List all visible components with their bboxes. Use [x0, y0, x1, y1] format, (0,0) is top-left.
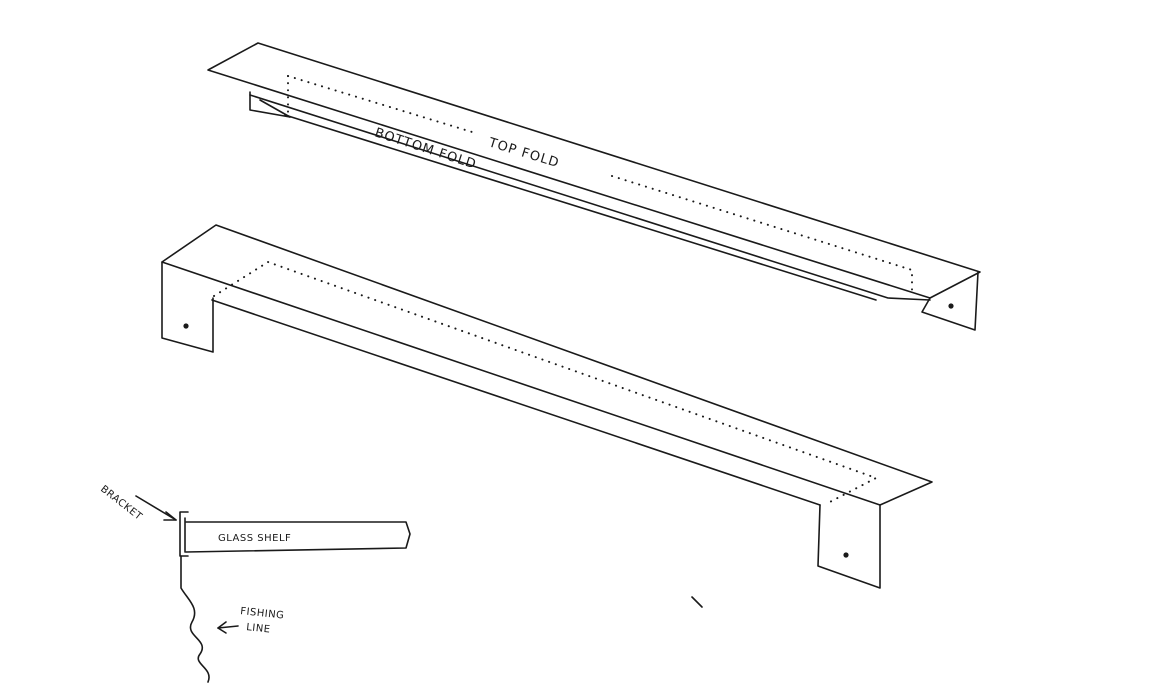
glass-shelf-label: GLASS SHELF: [218, 533, 291, 544]
bracket-label: BRACKET: [98, 484, 144, 523]
shelf-detail: [135, 495, 703, 683]
bottom-fold-label: BOTTOM FOLD: [373, 126, 479, 173]
fishing-label: FISHING: [240, 606, 285, 622]
lower-bracket: [161, 224, 933, 589]
top-fold-label: TOP FOLD: [486, 135, 561, 171]
upper-bracket: [207, 42, 981, 331]
line-label: LINE: [246, 622, 271, 635]
